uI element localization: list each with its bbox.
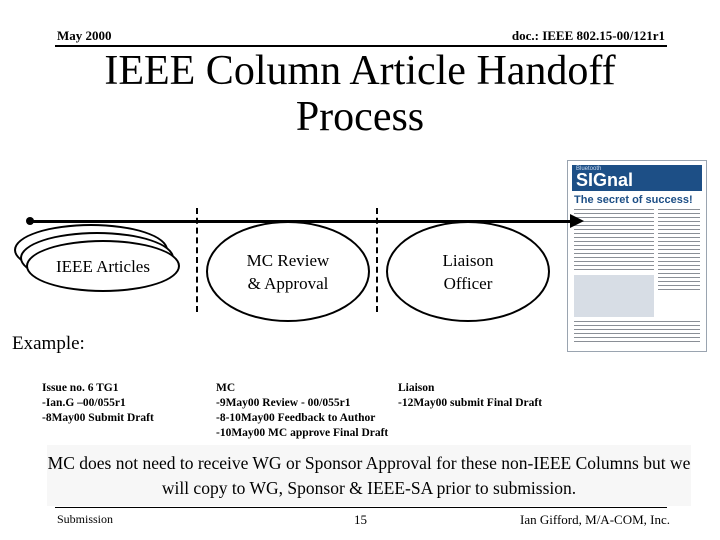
timeline-start-dot: [26, 217, 34, 225]
mc-review-label-1: MC Review: [247, 249, 330, 272]
example-label: Example:: [12, 333, 85, 355]
newsletter-brand: SIGnal: [576, 170, 633, 191]
newsletter-masthead: Bluetooth SIGnal: [572, 165, 702, 191]
example-issue-text: Issue no. 6 TG1 -Ian.G –00/055r1 -8May00…: [42, 381, 154, 426]
newsletter-side-column: [658, 209, 700, 293]
liaison-label-2: Officer: [444, 272, 493, 295]
header-rule: [55, 45, 667, 47]
timeline-arrow-icon: [570, 213, 584, 229]
newsletter-bottom-text: [574, 321, 700, 345]
mc-review-label-2: & Approval: [248, 272, 329, 295]
articles-stage: IEEE Articles: [26, 240, 180, 292]
example-liaison-text: Liaison -12May00 submit Final Draft: [398, 381, 542, 411]
note-text: MC does not need to receive WG or Sponso…: [47, 451, 691, 501]
newsletter-text-block: [574, 209, 654, 271]
articles-label: IEEE Articles: [56, 255, 150, 278]
timeline-divider-2: [376, 208, 378, 312]
footer-submission: Submission: [57, 512, 113, 527]
footer-author: Ian Gifford, M/A-COM, Inc.: [520, 512, 670, 528]
liaison-stage: Liaison Officer: [386, 221, 550, 322]
newsletter-picture: [574, 275, 654, 317]
newsletter-headline: The secret of success!: [574, 194, 693, 206]
footer-rule: [55, 507, 667, 508]
mc-review-stage: MC Review & Approval: [206, 221, 370, 322]
header-date: May 2000: [57, 28, 112, 44]
timeline-divider-1: [196, 208, 198, 312]
example-mc-text: MC -9May00 Review - 00/055r1 -8-10May00 …: [216, 381, 388, 441]
newsletter-thumbnail: Bluetooth SIGnal The secret of success!: [567, 160, 707, 352]
liaison-label-1: Liaison: [443, 249, 494, 272]
footer-page-number: 15: [354, 512, 367, 528]
slide-title: IEEE Column Article Handoff Process: [0, 48, 720, 140]
slide-title-text: IEEE Column Article Handoff Process: [80, 48, 640, 140]
header-doc-id: doc.: IEEE 802.15-00/121r1: [512, 28, 665, 44]
